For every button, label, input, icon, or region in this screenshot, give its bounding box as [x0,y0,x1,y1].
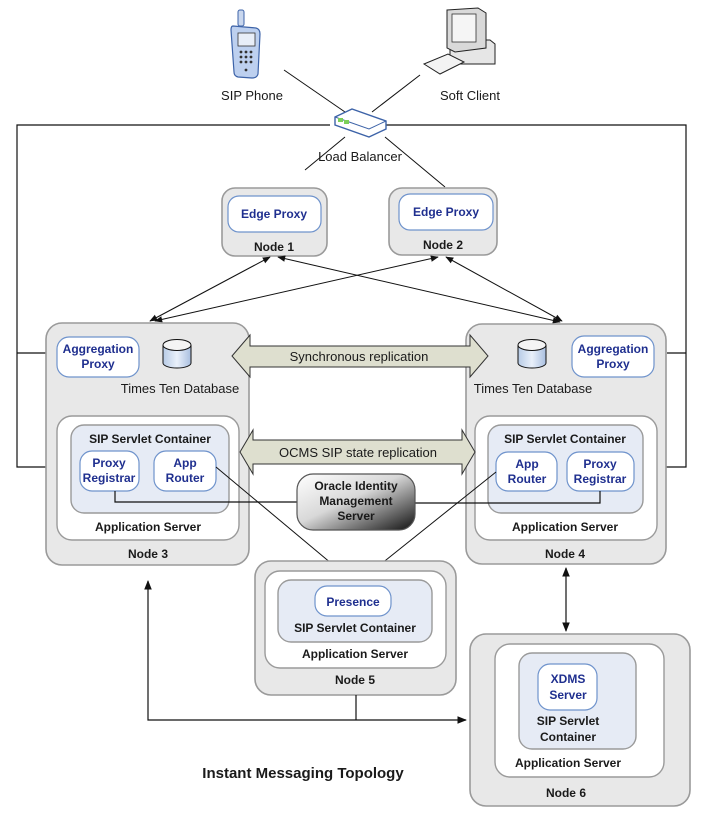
xdms-line2: Server [549,688,587,702]
sync-replication-label: Synchronous replication [290,349,429,364]
state-replication-label: OCMS SIP state replication [279,445,437,460]
aggregation-proxy-4-line1: Aggregation [578,342,649,356]
soft-client-label: Soft Client [440,88,500,103]
aggregation-proxy-3-line1: Aggregation [63,342,134,356]
app-router-3[interactable] [153,450,217,492]
load-balancer-label: Load Balancer [318,149,403,164]
app-router-4[interactable] [495,451,558,492]
proxy-registrar-3-line2: Registrar [83,471,136,485]
aggregation-proxy-3-line2: Proxy [81,357,115,371]
node-3: Aggregation Proxy Times Ten Database SIP… [45,322,250,566]
container-4-label: SIP Servlet Container [504,432,626,446]
link-node3-node1 [149,256,271,322]
sip-phone-icon [230,9,261,79]
proxy-registrar-4-line2: Registrar [574,472,627,486]
wire-lb-to-node1 [304,136,346,171]
wire-phone-to-lb [283,69,346,113]
node-6-label: Node 6 [546,786,586,800]
link-node4-node1 [277,255,561,324]
database-4-label: Times Ten Database [474,381,593,396]
edge-proxy-links [149,255,563,324]
database-icon [162,339,192,369]
app-router-3-line2: Router [166,471,205,485]
container-3-label: SIP Servlet Container [89,432,211,446]
aggregation-proxy-3[interactable] [56,336,140,378]
proxy-registrar-3-line1: Proxy [92,456,126,470]
xdms-server[interactable] [537,663,598,711]
node-1: Edge Proxy Node 1 [221,187,328,257]
node-3-label: Node 3 [128,547,168,561]
presence-label: Presence [326,595,380,609]
node-6: XDMS Server SIP Servlet Container Applic… [469,633,691,807]
oim-line2: Management [319,494,392,508]
link-node3-node2 [154,255,439,323]
computer-icon [422,7,496,75]
container-6-line1: SIP Servlet [537,714,599,728]
edge-proxy-1-label: Edge Proxy [241,207,307,221]
xdms-line1: XDMS [551,672,586,686]
app-server-6-label: Application Server [515,756,621,770]
node-1-label: Node 1 [254,240,294,254]
app-server-5-label: Application Server [302,647,408,661]
node-4: Aggregation Proxy Times Ten Database SIP… [465,323,667,565]
database-icon [517,339,547,369]
wire-lb-to-node3-proxy-registrar [16,124,330,468]
diagram-title: Instant Messaging Topology [202,765,404,782]
app-router-4-line1: App [515,457,538,471]
load-balancer-icon [334,108,387,138]
app-server-4-label: Application Server [512,520,618,534]
node-4-label: Node 4 [545,547,585,561]
wire-client-to-lb [371,74,421,113]
database-3-label: Times Ten Database [121,381,240,396]
sip-phone-label: SIP Phone [221,88,283,103]
container-5-label: SIP Servlet Container [294,621,416,635]
app-router-3-line1: App [173,456,196,470]
app-server-3-label: Application Server [95,520,201,534]
oracle-identity-server[interactable]: Oracle Identity Management Server [296,473,416,531]
edge-proxy-2[interactable] [398,193,494,231]
proxy-registrar-3[interactable] [79,450,140,492]
aggregation-proxy-4[interactable] [571,335,655,378]
container-6-line2: Container [540,730,596,744]
aggregation-proxy-4-line2: Proxy [596,357,630,371]
sync-replication-arrow: Synchronous replication [231,333,489,379]
edge-proxy-1[interactable] [227,195,322,233]
node5-links [144,567,570,724]
state-replication-arrow: OCMS SIP state replication [239,428,476,476]
node-5-label: Node 5 [335,673,375,687]
node-5: Presence SIP Servlet Container Applicati… [254,560,457,696]
oim-line3: Server [337,509,375,523]
app-router-4-line2: Router [508,472,547,486]
proxy-registrar-4-line1: Proxy [583,457,617,471]
link-node3-node6 [144,580,467,724]
edge-proxy-2-label: Edge Proxy [413,205,479,219]
wire-lb-to-node2 [384,136,446,188]
link-node4-node2 [445,256,563,322]
wire-node4-registrar-to-oim [415,491,601,504]
node-2: Edge Proxy Node 2 [388,187,498,256]
node-2-label: Node 2 [423,238,463,252]
wire-node3-registrar-to-oim [114,491,297,503]
oim-line1: Oracle Identity [314,479,398,493]
